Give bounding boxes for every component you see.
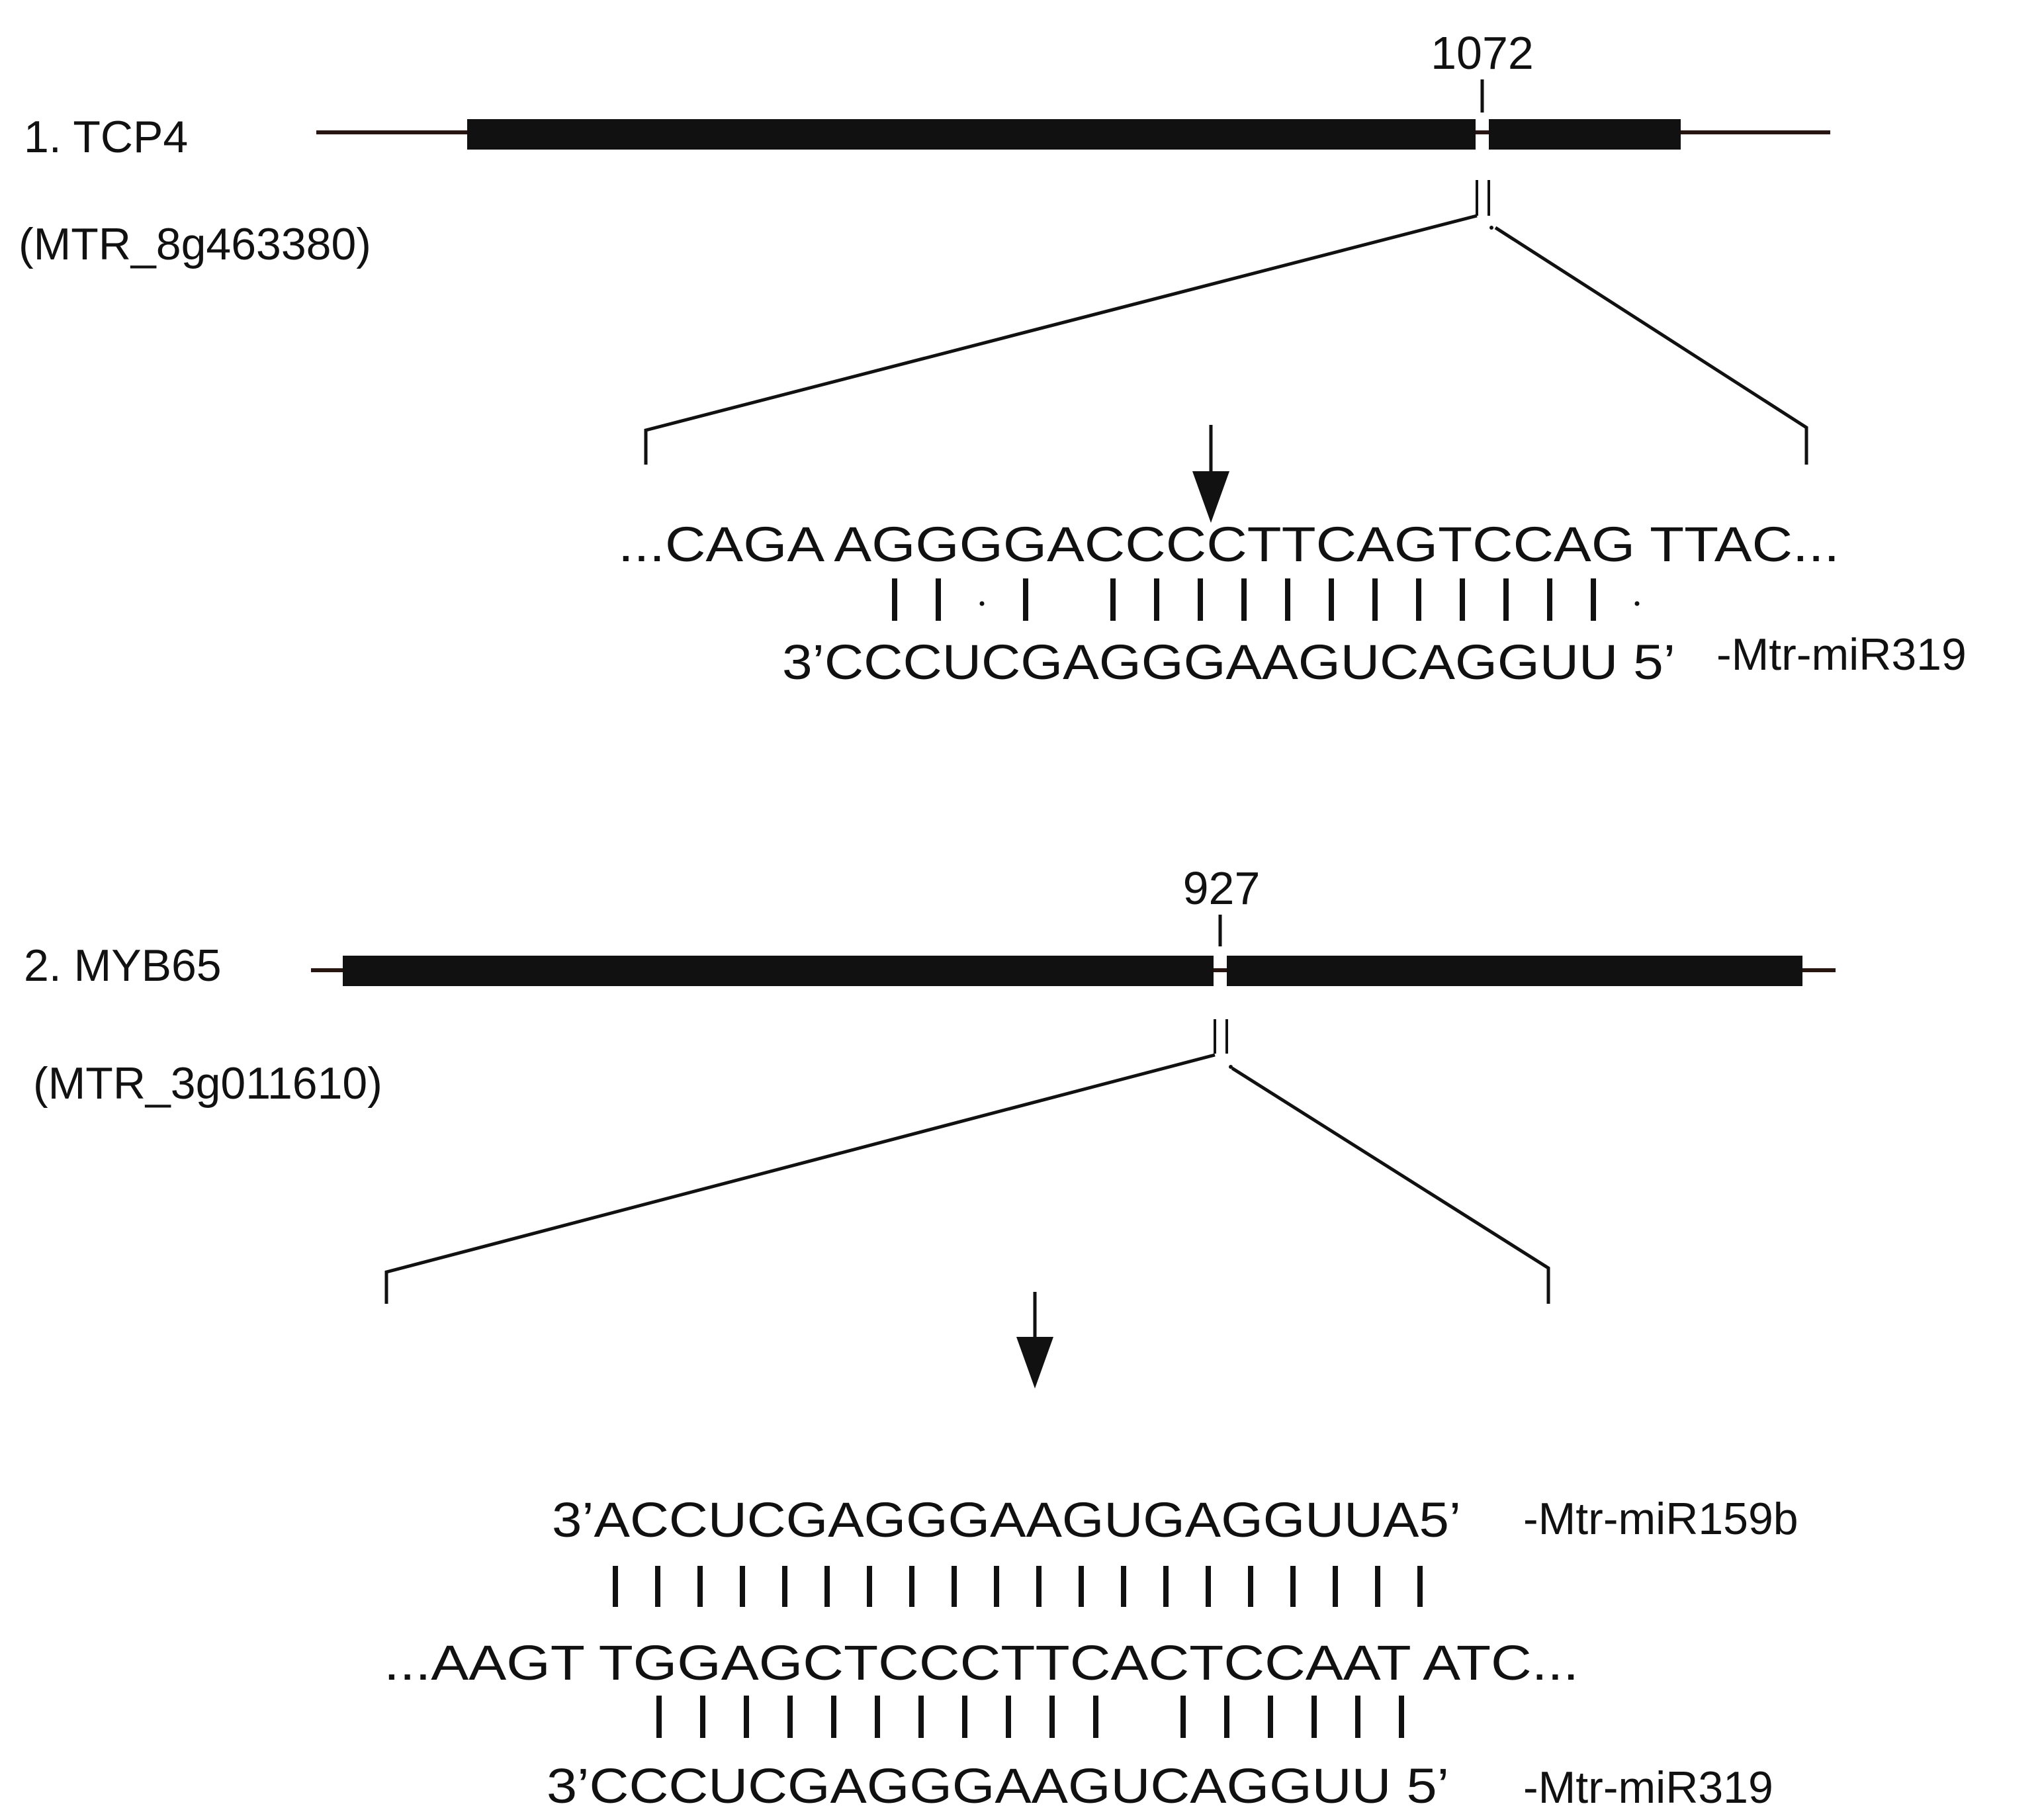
- target-sequence: ...AAGT TGGAGCTCCCTTCACTCCAAT ATC...: [384, 1635, 1579, 1690]
- mirna-name: -Mtr-miR319: [1716, 629, 1967, 680]
- zoom-bracket: [644, 214, 1808, 465]
- cds-block-right: [1489, 119, 1681, 150]
- site-marker: 927: [1183, 862, 1261, 1069]
- gene-label: 2. MYB65: [24, 940, 222, 991]
- mirna-sequence: 3’CCCUCGAGGGAAGUCAGGUU 5’: [782, 635, 1675, 690]
- pairing-marks: [656, 1696, 1404, 1738]
- site-marker: 1072: [1431, 27, 1534, 230]
- cleavage-arrow: [1192, 425, 1229, 523]
- cds-block-right: [1227, 956, 1802, 986]
- mirna-name: -Mtr-miR159b: [1523, 1494, 1798, 1544]
- zoom-line-right: [1231, 1066, 1550, 1304]
- cleavage-arrow: [1016, 1292, 1053, 1388]
- wobble-mark: [979, 601, 985, 606]
- pairing-marks: [613, 1566, 1423, 1607]
- panel-tcp4: 1. TCP4 (MTR_8g463380) 1072 ...CAGA AG: [19, 27, 1967, 690]
- mirna-sequence: 3’CCCUCGAGGGAAGUCAGGUU 5’: [547, 1758, 1449, 1813]
- mirna-name: -Mtr-miR319: [1523, 1762, 1773, 1813]
- site-position: 927: [1183, 862, 1261, 914]
- zoom-line-right: [1494, 226, 1808, 465]
- site-dot: [1489, 226, 1493, 230]
- gene-label: 1. TCP4: [24, 112, 188, 162]
- site-dot: [1229, 1065, 1233, 1069]
- cds-block-left: [467, 119, 1476, 150]
- cds-block-left: [343, 956, 1214, 986]
- gene-model: [316, 119, 1830, 150]
- panel-myb65: 2. MYB65 (MTR_3g011610) 927 3’ACCUCGAGGG…: [24, 862, 1836, 1813]
- pairing-marks: [892, 578, 1640, 621]
- zoom-line-left: [644, 214, 1478, 465]
- site-position: 1072: [1431, 27, 1534, 79]
- wobble-mark: [1634, 601, 1640, 606]
- gene-model: [311, 956, 1836, 986]
- zoom-bracket: [384, 1053, 1550, 1304]
- gene-id: (MTR_8g463380): [19, 219, 371, 269]
- gene-id: (MTR_3g011610): [33, 1058, 382, 1109]
- zoom-line-left: [384, 1053, 1216, 1304]
- mirna-sequence: 3’ACCUCGAGGGAAGUGAGGUUA5’: [552, 1492, 1461, 1547]
- target-sequence: ...CAGA AGGGGACCCCTTCAGTCCAG TTAC...: [618, 517, 1840, 572]
